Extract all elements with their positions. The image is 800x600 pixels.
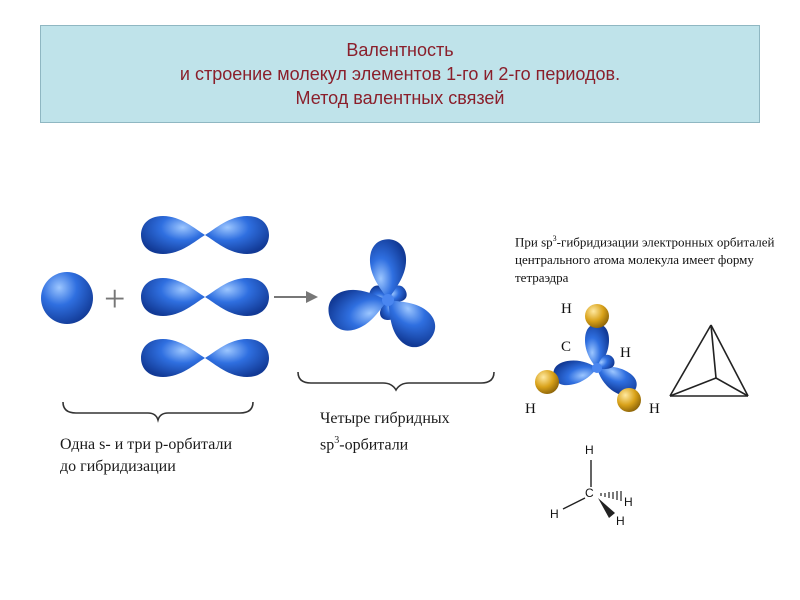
title-box: Валентность и строение молекул элементов… <box>40 25 760 123</box>
methane-h-right-label: H <box>620 345 631 361</box>
sp-superscript: 3 <box>334 435 340 446</box>
tetrahedron <box>669 324 749 397</box>
caption-left: Одна s- и три p-орбитали до гибридизации <box>60 434 232 478</box>
formula-h-left-label: H <box>550 507 559 521</box>
brace-middle <box>297 371 495 392</box>
formula-h-top-label: H <box>585 443 594 457</box>
sp-suffix: -орбитали <box>339 436 409 454</box>
caption-left-line-2: до гибридизации <box>60 458 176 475</box>
methane-h-bottom-right-label: H <box>649 401 660 417</box>
title-line-2: и строение молекул элементов 1-го и 2-го… <box>179 64 621 84</box>
note-suffix: -гибридизации электронных орбиталей цент… <box>515 234 775 286</box>
wedge-dash-formula <box>562 460 622 518</box>
p-orbital-3 <box>141 339 269 377</box>
caption-middle-line-2: sp3-орбитали <box>320 430 450 456</box>
methane-carbon-label: C <box>561 339 572 355</box>
arrow <box>274 291 318 303</box>
methane-h-top-label: H <box>561 301 572 317</box>
hydrogen-top <box>585 304 609 328</box>
hydrogen-right <box>617 388 641 412</box>
plus-sign: + <box>104 278 125 320</box>
caption-middle: Четыре гибридных sp3-орбитали <box>320 408 450 456</box>
p-orbital-1 <box>141 216 269 254</box>
note-superscript: 3 <box>552 234 557 243</box>
p-orbital-2 <box>141 278 269 316</box>
sp3-hybrid-orbitals <box>324 239 443 355</box>
note-prefix: При sp <box>515 234 553 250</box>
formula-h-bottom-label: H <box>616 514 625 528</box>
s-orbital <box>41 272 93 324</box>
formula-carbon-label: C <box>585 486 594 500</box>
methane-orbital-model <box>535 304 641 412</box>
caption-middle-line-1: Четыре гибридных <box>320 410 450 427</box>
title-line-3: Метод валентных связей <box>295 88 505 108</box>
hybridization-note: При sp3-гибридизации электронных орбитал… <box>515 230 775 287</box>
methane-h-left-label: H <box>525 401 536 417</box>
hydrogen-left <box>535 370 559 394</box>
sp-prefix: sp <box>320 436 335 454</box>
formula-h-right-label: H <box>624 495 633 509</box>
brace-left <box>62 401 254 423</box>
title-line-1: Валентность <box>346 40 454 60</box>
caption-left-line-1: Одна s- и три p-орбитали <box>60 436 233 453</box>
